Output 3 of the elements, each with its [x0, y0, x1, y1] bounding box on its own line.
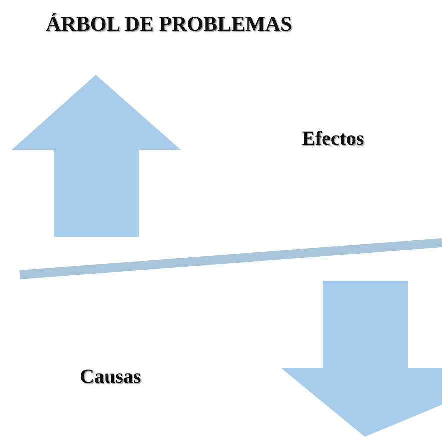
title: ÁRBOL DE PROBLEMAS — [46, 12, 292, 37]
section-label: Efectos — [302, 128, 364, 151]
section-label: Causas — [80, 366, 142, 389]
